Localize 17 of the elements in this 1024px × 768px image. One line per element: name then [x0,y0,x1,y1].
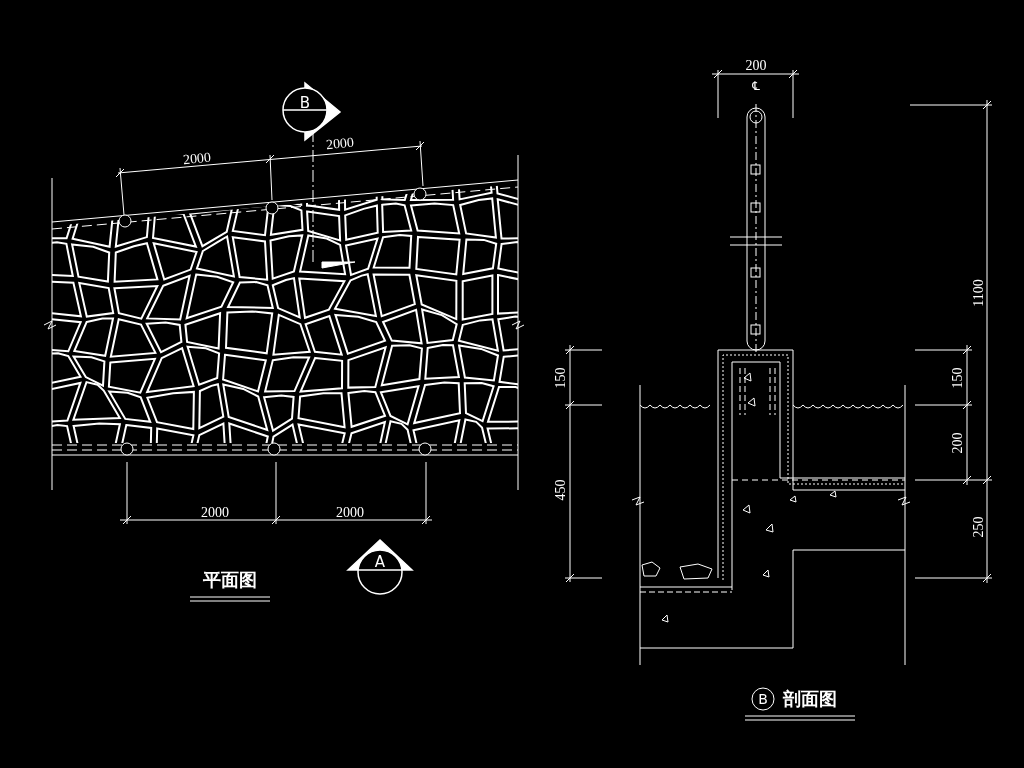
dimension-text: 150 [951,367,965,389]
dimension-text: 150 [554,367,568,389]
section-letter: B [758,692,768,706]
dimension-text: 2000 [336,506,364,520]
dimension-text: 2000 [201,506,229,520]
dimension-text: 1100 [972,279,986,307]
drawing-title: 平面图 [203,571,257,589]
dimension-text: 450 [554,479,568,501]
centerline-mark: ℄ [752,80,760,92]
dimension-text: 250 [972,516,986,538]
drawing-title: 剖面图 [783,690,837,708]
dimension-text: 2000 [182,150,212,168]
section-letter: A [374,554,386,570]
dimension-text: 200 [745,59,767,73]
dimension-text: 200 [951,432,965,454]
section-letter: B [299,95,311,111]
dimension-text: 2000 [325,135,355,153]
